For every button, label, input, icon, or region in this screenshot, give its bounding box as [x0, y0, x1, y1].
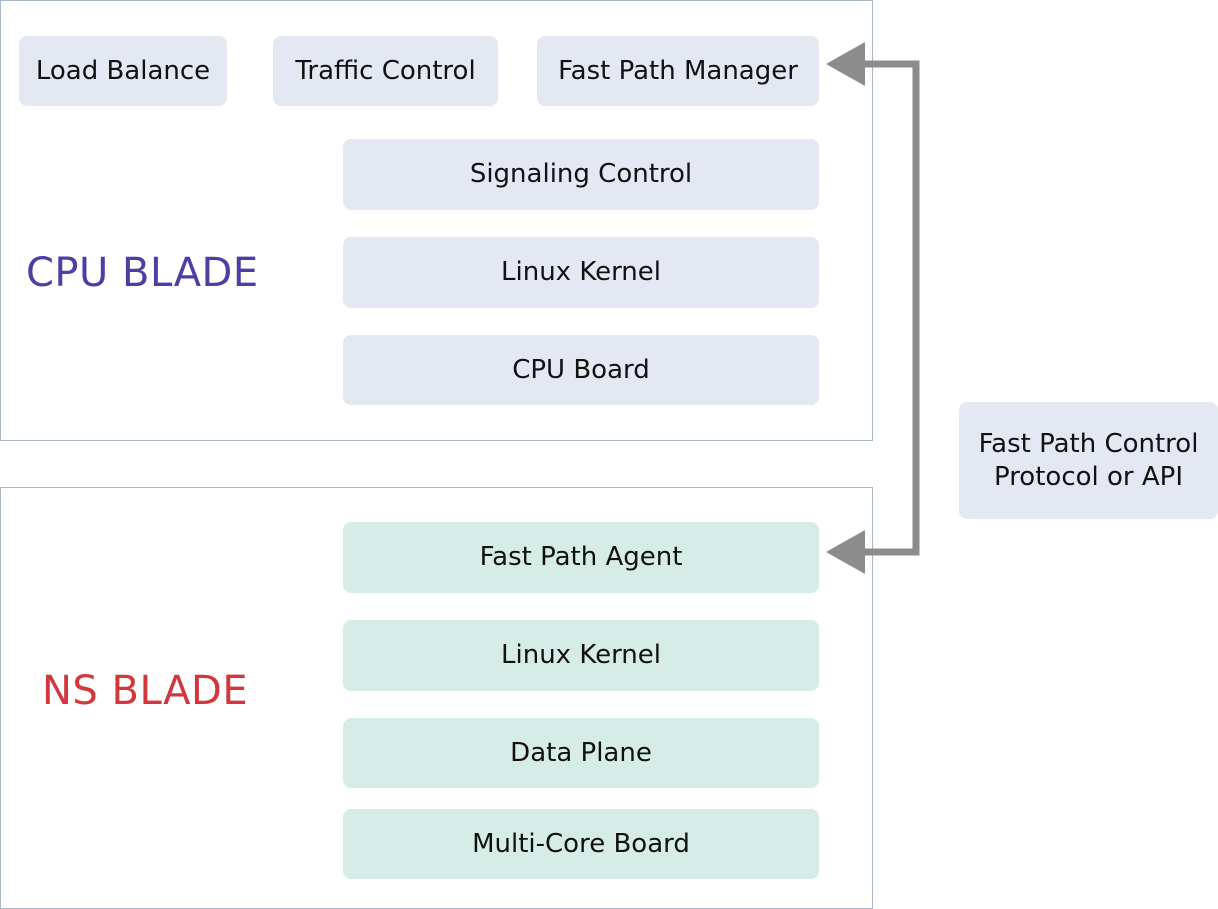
- cpu-board-box: CPU Board: [343, 335, 819, 405]
- fast-path-manager-box: Fast Path Manager: [537, 36, 819, 106]
- ns-blade-title: NS BLADE: [42, 668, 249, 714]
- protocol-line-1: Fast Path Control: [978, 429, 1199, 459]
- ns-linux-kernel-box: Linux Kernel: [343, 620, 819, 691]
- signaling-control-box: Signaling Control: [343, 139, 819, 210]
- data-plane-box: Data Plane: [343, 718, 819, 788]
- cpu-linux-kernel-box: Linux Kernel: [343, 237, 819, 308]
- cpu-blade-title: CPU BLADE: [26, 250, 259, 296]
- protocol-line-2: Protocol or API: [993, 461, 1184, 492]
- traffic-control-box: Traffic Control: [273, 36, 498, 106]
- fast-path-agent-box: Fast Path Agent: [343, 522, 819, 593]
- fast-path-control-protocol-box: Fast Path Control Protocol or API: [959, 402, 1218, 519]
- load-balance-box: Load Balance: [19, 36, 227, 106]
- multi-core-board-box: Multi-Core Board: [343, 809, 819, 879]
